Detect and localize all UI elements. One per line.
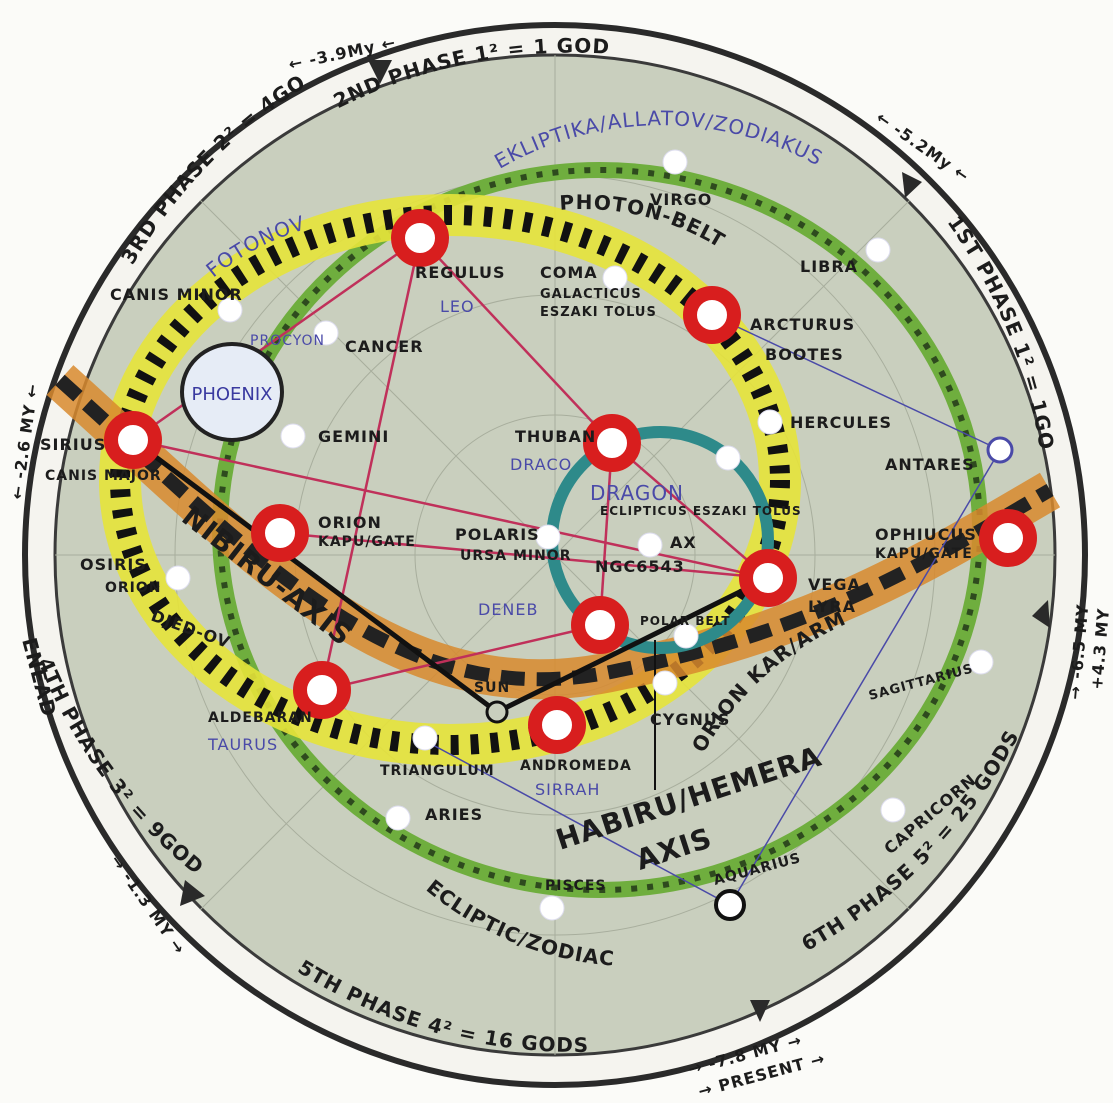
star-dot: [662, 149, 688, 175]
star-dot: [968, 649, 994, 675]
label-libra: LIBRA: [800, 257, 858, 276]
label-ophiucus: OPHIUCUS: [875, 525, 977, 544]
label-ursa-minor: URSA MINOR: [460, 548, 571, 564]
phase-triangles: [180, 60, 1050, 1022]
red-marker-sirius: [104, 411, 162, 469]
blue-lines: [419, 314, 1001, 906]
red-marker-andromeda: [528, 696, 586, 754]
label-sun: SUN: [474, 680, 510, 696]
label-deneb: DENEB: [478, 600, 538, 619]
star-dot: [412, 725, 438, 751]
red-markers: [104, 209, 1037, 754]
star-dot: [652, 670, 678, 696]
star-dot: [217, 297, 243, 323]
label-bootes: BOOTES: [765, 345, 844, 364]
star-dot: [313, 320, 339, 346]
star-dot: [385, 805, 411, 831]
star-dot: [602, 265, 628, 291]
label-orion2: ORION: [105, 580, 162, 596]
label-taurus: TAURUS: [207, 735, 278, 754]
star-dot: [280, 423, 306, 449]
label-ecl-eszaki: ECLIPTICUS ESZAKI TOLUS: [600, 504, 802, 518]
label-arcturus: ARCTURUS: [750, 315, 855, 334]
label-antares: ANTARES: [885, 455, 975, 474]
axis-lines: [131, 437, 770, 715]
triangle-marker: [180, 880, 205, 906]
nibiru-band-dashes: [55, 374, 1054, 687]
red-marker-aldebaran: [293, 661, 351, 719]
red-marker-orion: [251, 504, 309, 562]
label-canis-minor: CANIS MINOR: [110, 285, 243, 304]
red-marker-thuban: [583, 414, 641, 472]
label-vega: VEGA: [808, 575, 861, 594]
star-dot: [637, 532, 663, 558]
label-andromeda: ANDROMEDA: [520, 758, 632, 774]
star-dot: [715, 445, 741, 471]
red-marker-arcturus: [683, 286, 741, 344]
label-aldebaran: ALDEBARAN: [208, 710, 313, 726]
red-marker-vega: [739, 549, 797, 607]
label-canis-major: CANIS MAJOR: [45, 468, 162, 484]
label-sirrah: SIRRAH: [535, 780, 600, 799]
label-pisces: PISCES: [545, 878, 606, 894]
star-dot: [880, 797, 906, 823]
label-thuban: THUBAN: [515, 427, 596, 446]
label-draco: DRACO: [510, 455, 572, 474]
label-virgo: VIRGO: [650, 190, 712, 209]
star-dot: [757, 409, 783, 435]
red-marker-ophiucus: [979, 509, 1037, 567]
label-cancer: CANCER: [345, 337, 424, 356]
label-leo: LEO: [440, 297, 475, 316]
label-sirius: SIRIUS: [40, 435, 106, 454]
label-cygnus: CYGNUS: [650, 710, 730, 729]
sun-dot: [485, 700, 509, 724]
triangle-marker: [902, 172, 922, 198]
phoenix-circle: [180, 342, 284, 442]
label-polar-belt: POLAR BELT: [640, 614, 731, 628]
label-osiris: OSIRIS: [80, 555, 147, 574]
star-dot: [535, 524, 561, 550]
aquarius-dot: [714, 889, 746, 921]
label-galacticus: GALACTICUS: [540, 287, 642, 302]
phoenix-label: PHOENIX: [191, 384, 272, 405]
dragon-label: DRAGON: [590, 481, 684, 505]
triangle-marker: [368, 60, 392, 84]
label-polaris: POLARIS: [455, 525, 540, 544]
label-ophiucus-gate: KAPU/GATE: [875, 546, 973, 562]
link-lines: [132, 236, 769, 692]
label-triangulum: TRIANGULUM: [380, 763, 495, 779]
label-orion: ORION: [318, 513, 382, 532]
triangle-marker: [1032, 600, 1050, 628]
label-coma: COMA: [540, 263, 598, 282]
label-ngc: NGC6543: [595, 557, 685, 576]
label-kapu-gate: KAPU/GATE: [318, 534, 416, 550]
star-dot: [673, 623, 699, 649]
label-gemini: GEMINI: [318, 427, 389, 446]
label-eszakitolus: ESZAKI TOLUS: [540, 305, 657, 320]
red-marker-deneb: [571, 596, 629, 654]
label-ax: AX: [670, 533, 697, 552]
label-regulus: REGULUS: [415, 263, 506, 282]
star-dot: [165, 565, 191, 591]
star-dot: [539, 895, 565, 921]
triangle-marker: [750, 1000, 770, 1022]
antares-dot: [986, 436, 1014, 464]
red-marker-regulus: [391, 209, 449, 267]
label-hercules: HERCULES: [790, 413, 892, 432]
white-stars: [165, 149, 994, 921]
label-procyon: PROCYON: [250, 333, 325, 349]
star-dot: [865, 237, 891, 263]
photon-belt-dashes: [110, 205, 790, 755]
label-aries: ARIES: [425, 805, 483, 824]
label-lyra: LYRA: [808, 597, 856, 616]
